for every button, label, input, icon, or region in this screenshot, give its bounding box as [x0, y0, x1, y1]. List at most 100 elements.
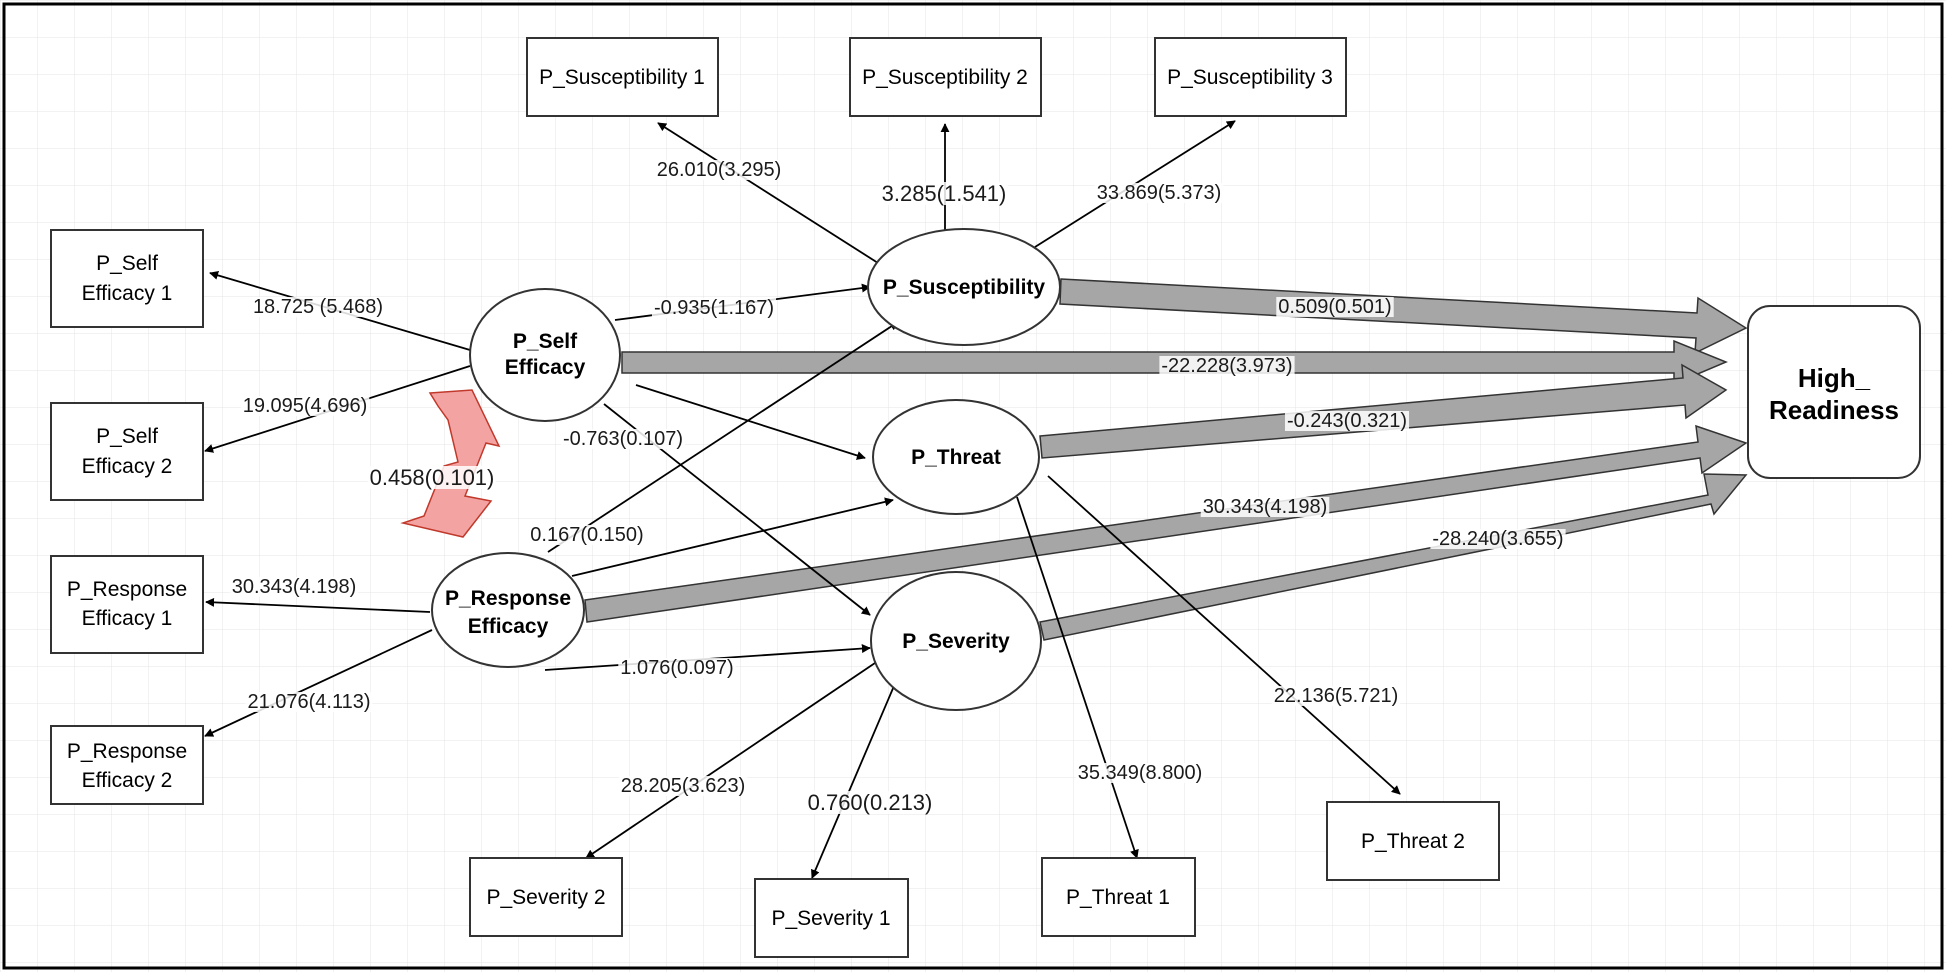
coef-threat-to-thr2: 22.136(5.721): [1274, 685, 1399, 707]
outcome-labels: High_ Readiness: [1769, 363, 1899, 425]
coef-re-to-severity: 1.076(0.097): [620, 657, 733, 679]
arrow-re-to-re1: [205, 597, 431, 613]
label-halo: [560, 429, 686, 449]
outcome-box-high-readiness: [1747, 305, 1921, 479]
threat-label: P_Threat: [911, 446, 1001, 469]
label-halo: [651, 298, 777, 318]
label-halo: [1200, 497, 1330, 517]
susceptibility-label: P_Susceptibility: [883, 276, 1046, 299]
coef-threat-to-outcome: -0.243(0.321): [1287, 410, 1407, 432]
coef-susc-to-susc3: 33.869(5.373): [1097, 182, 1222, 204]
arrow-threat-to-thr1: [1016, 496, 1139, 859]
label-halo: [1271, 686, 1401, 706]
outcome-label-line2: Readiness: [1769, 395, 1899, 425]
indicator-labels: P_Susceptibility 1 P_Susceptibility 2 P_…: [67, 66, 1465, 930]
label-halo: [805, 791, 935, 814]
label-halo: [618, 658, 736, 678]
label-halo: [1075, 763, 1205, 783]
ellipse-susceptibility: [867, 228, 1061, 346]
arrow-threat-to-thr2: [1047, 475, 1401, 795]
box-severity-2: [469, 857, 623, 937]
threat-2-label: P_Threat 2: [1361, 830, 1465, 853]
ellipse-response-efficacy: [431, 552, 585, 668]
coef-covariance: 0.458(0.101): [370, 465, 495, 490]
label-halo: [1430, 529, 1566, 549]
coef-severity-to-sev1: 0.760(0.213): [808, 790, 933, 815]
response-efficacy-2-label-line2: Efficacy 2: [82, 769, 173, 792]
self-efficacy-label-line1: P_Self: [513, 330, 578, 353]
response-efficacy-label-line1: P_Response: [445, 587, 571, 610]
arrow-severity-to-sev1: [811, 685, 895, 879]
box-response-efficacy-1: [50, 555, 204, 654]
label-halo: [1159, 356, 1295, 376]
box-self-efficacy-2: [50, 402, 204, 501]
arrow-re-to-re2: [204, 629, 433, 737]
box-susceptibility-1: [526, 37, 719, 117]
response-efficacy-1-label-line1: P_Response: [67, 578, 187, 601]
coef-re-to-susc: 0.167(0.150): [530, 524, 643, 546]
outcome-label-line1: High_: [1798, 363, 1871, 393]
box-severity-1: [754, 878, 909, 958]
threat-1-label: P_Threat 1: [1066, 886, 1170, 909]
coef-severity-to-outcome: -28.240(3.655): [1432, 528, 1563, 550]
latent-ellipses: [431, 228, 1061, 711]
label-halo: [250, 297, 386, 317]
label-halo: [1284, 411, 1410, 431]
response-efficacy-1-label-line2: Efficacy 1: [82, 607, 173, 630]
coef-susc-to-outcome: 0.509(0.501): [1278, 296, 1391, 318]
indicator-boxes: [50, 37, 1500, 958]
severity-2-label: P_Severity 2: [486, 886, 605, 909]
coef-susc-to-susc2: 3.285(1.541): [882, 181, 1007, 206]
arrow-susc-to-susc1: [657, 122, 879, 264]
coef-threat-to-thr1: 35.349(8.800): [1078, 762, 1203, 784]
self-efficacy-1-label-line2: Efficacy 1: [82, 282, 173, 305]
label-halo: [1276, 297, 1394, 317]
latent-labels: P_Self Efficacy P_Susceptibility P_Threa…: [445, 276, 1045, 653]
coef-se-to-se1: 18.725 (5.468): [253, 296, 383, 318]
coef-re-to-re2: 21.076(4.113): [247, 691, 370, 713]
label-halo: [245, 692, 373, 712]
coef-se-to-se2: 19.095(4.696): [243, 395, 368, 417]
response-efficacy-2-label-line1: P_Response: [67, 740, 187, 763]
coef-se-to-susc: -0.935(1.167): [654, 297, 774, 319]
label-halo: [229, 577, 359, 597]
severity-label: P_Severity: [902, 630, 1010, 653]
label-halo: [654, 160, 784, 180]
coef-susc-to-susc1: 26.010(3.295): [657, 159, 782, 181]
box-threat-1: [1041, 857, 1196, 937]
box-threat-2: [1326, 801, 1500, 881]
self-efficacy-2-label-line2: Efficacy 2: [82, 455, 173, 478]
self-efficacy-1-label-line1: P_Self: [96, 252, 158, 275]
box-self-efficacy-1: [50, 229, 204, 328]
label-halo: [1094, 183, 1224, 203]
self-efficacy-2-label-line1: P_Self: [96, 425, 158, 448]
box-susceptibility-3: [1154, 37, 1347, 117]
ellipse-self-efficacy: [469, 288, 621, 422]
label-halo: [879, 182, 1009, 205]
self-efficacy-label-line2: Efficacy: [505, 356, 586, 379]
thick-arrow-response-efficacy-outcome: [584, 424, 1748, 623]
ellipse-severity: [870, 571, 1042, 711]
susceptibility-1-label: P_Susceptibility 1: [539, 66, 705, 89]
thick-arrow-susceptibility-outcome: [1059, 278, 1748, 355]
susceptibility-3-label: P_Susceptibility 3: [1167, 66, 1333, 89]
thick-arrow-severity-outcome: [1039, 473, 1748, 641]
arrow-re-to-threat: [571, 497, 894, 577]
coef-severity-to-sev2: 28.205(3.623): [621, 775, 746, 797]
severity-1-label: P_Severity 1: [771, 907, 890, 930]
arrow-se-to-threat: [635, 384, 866, 460]
ellipse-threat: [872, 399, 1040, 515]
box-susceptibility-2: [849, 37, 1042, 117]
coef-re-to-re1: 30.343(4.198): [232, 576, 357, 598]
label-halo: [618, 776, 748, 796]
coef-se-to-severity: -0.763(0.107): [563, 428, 683, 450]
arrow-re-to-susc: [547, 321, 899, 553]
label-halo: [367, 466, 497, 489]
coef-se-to-outcome: -22.228(3.973): [1161, 355, 1292, 377]
coef-re-to-outcome: 30.343(4.198): [1203, 496, 1328, 518]
susceptibility-2-label: P_Susceptibility 2: [862, 66, 1028, 89]
arrow-severity-to-sev2: [585, 662, 876, 859]
box-response-efficacy-2: [50, 725, 204, 805]
